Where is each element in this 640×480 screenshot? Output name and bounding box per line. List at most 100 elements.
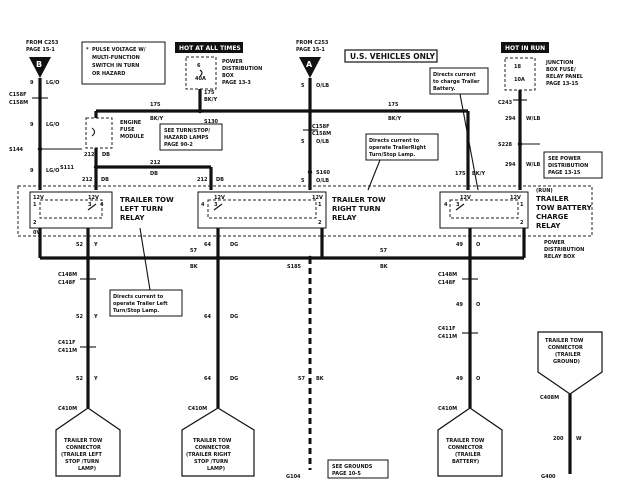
wire-49-color-2: O	[476, 302, 480, 308]
connector-c148m-right: C148M	[438, 272, 457, 278]
hot-at-all-times-label: HOT AT ALL TIMES	[179, 45, 241, 52]
connector-c410m-left: C410M	[58, 406, 77, 412]
wire-64-num-3: 64	[204, 376, 211, 382]
relay-battery-pin-3: 3	[456, 202, 460, 208]
callout-left-line-1: Directs current to	[113, 294, 164, 300]
source-b-letter: B	[36, 60, 42, 69]
relay-right-pin-4: 4	[201, 202, 205, 208]
engine-fuse-label-1: ENGINE	[120, 120, 142, 126]
wire-9-color-3: LG/O	[46, 168, 59, 174]
wire-57-num-3: 57	[298, 376, 305, 382]
trailer-battery-shape	[437, 407, 503, 477]
wire-175-num-2: 175	[150, 102, 161, 108]
trailer-left-line-5: LAMP)	[78, 466, 96, 472]
trailer-right-line-4: STOP /TURN	[194, 459, 228, 465]
wire-212-num-4: 212	[197, 177, 208, 183]
trailer-connector-right-lamp: TRAILER TOW CONNECTOR (TRAILER RIGHT STO…	[181, 407, 255, 477]
trailer-ground-line-3: (TRAILER	[555, 352, 581, 358]
ground-g104-label: G104	[286, 474, 301, 480]
trailer-left-line-2: CONNECTOR	[66, 445, 101, 451]
relay-battery-pin-1: 1	[520, 202, 524, 208]
relay-left-switch	[87, 203, 97, 211]
connector-c410m-battery: C410M	[438, 406, 457, 412]
trailer-battery-line-2: CONNECTOR	[448, 445, 483, 451]
see-grounds-line-1: SEE GROUNDS	[332, 464, 373, 470]
wire-5-color-2: O/LB	[316, 139, 329, 145]
pdb-label: POWER DISTRIBUTION BOX PAGE 13-3	[222, 59, 262, 86]
trailer-connector-ground: TRAILER TOW CONNECTOR (TRAILER GROUND)	[537, 331, 603, 395]
fuse-junction-label: JUNCTION BOX FUSE/ RELAY PANEL PAGE 13-1…	[545, 60, 584, 87]
wire-64-num-1: 64	[204, 242, 211, 248]
relay-right-pin-1: 1	[318, 202, 322, 208]
pulse-note-star: *	[86, 47, 89, 53]
relay-right-pin-3: 3	[214, 202, 218, 208]
connector-c243: C243	[498, 100, 513, 106]
see-power-line-3: PAGE 13-15	[548, 170, 581, 176]
wire-212-num-3: 212	[150, 160, 161, 166]
wire-175-color-2: BK/Y	[150, 116, 164, 122]
hot-in-run: HOT IN RUN	[501, 42, 549, 53]
wire-212-color-2: DB	[101, 177, 109, 183]
hot-in-run-badge	[501, 42, 549, 53]
connector-c158m-center: C158M	[312, 131, 331, 137]
wire-9-color-1: LG/O	[46, 80, 59, 86]
wire-9-num-2: 9	[30, 122, 34, 128]
source-a-letter: A	[306, 60, 313, 69]
wire-200-color: W	[576, 436, 582, 442]
source-b-page: PAGE 15-1	[26, 47, 55, 53]
source-b: FROM C253 PAGE 15-1 B	[26, 40, 59, 78]
trailer-right-line-1: TRAILER TOW	[193, 438, 232, 444]
power-distribution-relay-box	[17, 185, 593, 237]
splice-s228-label: S228	[498, 142, 513, 148]
splice-s111-label: S111	[60, 165, 75, 171]
relay-left-label-2: LEFT TURN	[120, 205, 163, 213]
wire-175-num-1: 175	[204, 90, 215, 96]
callout-left-line-3: Turn/Stop Lamp.	[113, 308, 159, 314]
pulse-note-line-1: PULSE VOLTAGE W/	[92, 47, 146, 53]
pulse-note-line-2: MULTI-FUNCTION	[92, 55, 140, 61]
wire-200-num: 200	[553, 436, 564, 442]
trailer-battery-line-3: (TRAILER	[455, 452, 481, 458]
us-vehicles-only: U.S. VEHICLES ONLY	[344, 49, 438, 63]
engine-fuse-label: ENGINE FUSE MODULE	[120, 120, 145, 140]
hot-at-all-times-badge	[175, 42, 243, 53]
wire-57-num-1: 57	[190, 248, 197, 254]
wire-212: 212 DB 212 DB 212 DB 212 DB	[82, 148, 224, 190]
relay-right-label-1: TRAILER TOW	[332, 196, 386, 204]
relay-left-label-3: RELAY	[120, 214, 145, 222]
pdrb-label-3: RELAY BOX	[544, 254, 575, 260]
wire-52-color-2: Y	[93, 314, 98, 320]
trailer-ground-shape	[537, 331, 603, 395]
callout-battery-line-3: Battery.	[433, 86, 456, 92]
relay-right-12v-1: 12V	[214, 195, 225, 201]
relay-battery-outline	[439, 191, 529, 229]
callout-right-line-3: Turn/Stop Lamp.	[369, 152, 415, 158]
wire-9-num-3: 9	[30, 168, 34, 174]
wire-200: 200 W C408M G400	[540, 394, 582, 480]
source-a-from: FROM C253	[296, 40, 329, 46]
fuse-18-box	[504, 57, 536, 91]
relay-right-inner	[207, 199, 317, 219]
callout-battery-box	[429, 67, 489, 95]
pdb-label-2: DISTRIBUTION	[222, 66, 262, 72]
connector-c411f-left: C411F	[58, 340, 76, 346]
wire-52-color-3: Y	[93, 376, 98, 382]
source-b-arrow	[29, 57, 51, 78]
fuse-junction-label-1: JUNCTION	[545, 60, 573, 66]
wire-52-color-1: Y	[93, 242, 98, 248]
wire-49-color-1: O	[476, 242, 480, 248]
trailer-battery-line-1: TRAILER TOW	[446, 438, 485, 444]
connector-c158f-left: C158F	[9, 92, 27, 98]
wire-57-ground-bus: 57 BK 57 BK	[38, 228, 526, 270]
relay-left-pin-2: 2	[33, 220, 37, 226]
wire-9-num-1: 9	[30, 80, 34, 86]
callout-left-line-2: operate Trailer Left	[113, 301, 168, 307]
wire-64-color-3: DG	[230, 376, 238, 382]
splice-s144-label: S144	[9, 147, 24, 153]
source-a: FROM C253 PAGE 15-1 A	[296, 40, 329, 78]
callout-battery: Directs current to charge Trailer Batter…	[429, 67, 489, 191]
relay-right-outline	[197, 191, 327, 229]
connector-c148f-left: C148F	[58, 280, 76, 286]
see-grounds-line-2: PAGE 10-5	[332, 471, 361, 477]
relay-battery-run: (RUN)	[536, 188, 553, 194]
